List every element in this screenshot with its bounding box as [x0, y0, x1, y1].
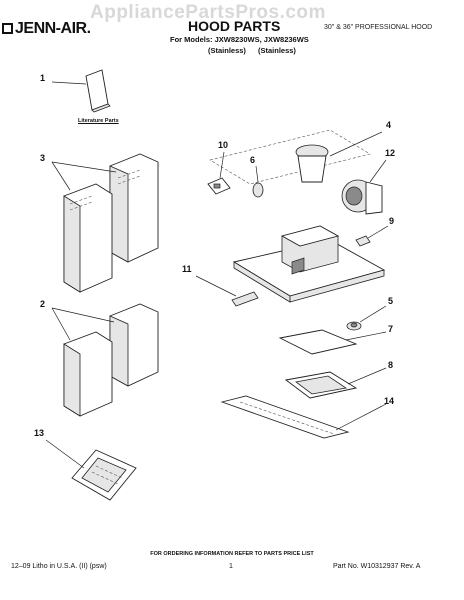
literature-parts-label: Literature Parts — [78, 118, 119, 124]
callout-7: 7 — [388, 324, 394, 334]
filter-pad-drawing — [45, 439, 137, 501]
callout-4: 4 — [386, 120, 392, 130]
callout-14: 14 — [384, 396, 395, 406]
litho-info: 12–09 Litho in U.S.A. (II) (psw) — [11, 563, 107, 570]
duct-transition-drawing — [295, 131, 383, 183]
callout-5: 5 — [388, 296, 394, 306]
grease-filter-drawing — [284, 367, 387, 399]
blower-motor-drawing — [341, 159, 387, 215]
lamp-drawing — [346, 305, 387, 331]
callout-11: 11 — [182, 264, 192, 274]
product-line-label: 30" & 36" PROFESSIONAL HOOD — [324, 24, 433, 31]
models-line: For Models: JXW8230WS, JXW8236WS — [170, 35, 309, 44]
lower-duct-cover-drawing — [51, 303, 159, 417]
callout-6: 6 — [250, 155, 256, 165]
watermark-text: AppliancePartsPros.com — [90, 2, 326, 23]
page-title: HOOD PARTS — [188, 18, 281, 34]
callout-13: 13 — [34, 428, 45, 438]
light-assembly-drawing — [195, 275, 259, 307]
ordering-info-note: FOR ORDERING INFORMATION REFER TO PARTS … — [150, 551, 314, 557]
callout-3: 3 — [40, 153, 46, 163]
model-variant-2: (Stainless) — [258, 46, 296, 55]
callout-8: 8 — [388, 360, 394, 370]
trim-strip-drawing — [220, 395, 387, 439]
callout-10: 10 — [218, 140, 229, 150]
page-number: 1 — [229, 563, 233, 570]
literature-packet-drawing — [51, 69, 111, 113]
light-socket-drawing — [355, 225, 389, 247]
model-variant-1: (Stainless) — [208, 46, 246, 55]
switch-drawing — [207, 151, 231, 195]
callout-1: 1 — [40, 73, 46, 83]
logo-text: JENN-AIR. — [15, 20, 91, 37]
part-number: Part No. W10312937 Rev. A — [333, 563, 421, 570]
logo-mark-icon — [2, 23, 13, 34]
brand-logo: JENN-AIR. — [2, 20, 91, 38]
upper-duct-cover-drawing — [51, 153, 159, 293]
callout-2: 2 — [40, 299, 46, 309]
callout-12: 12 — [385, 148, 396, 158]
knob-drawing — [252, 165, 264, 198]
filter-bracket-drawing — [278, 329, 387, 355]
hood-canopy-drawing — [209, 129, 386, 303]
callout-9: 9 — [389, 216, 395, 226]
